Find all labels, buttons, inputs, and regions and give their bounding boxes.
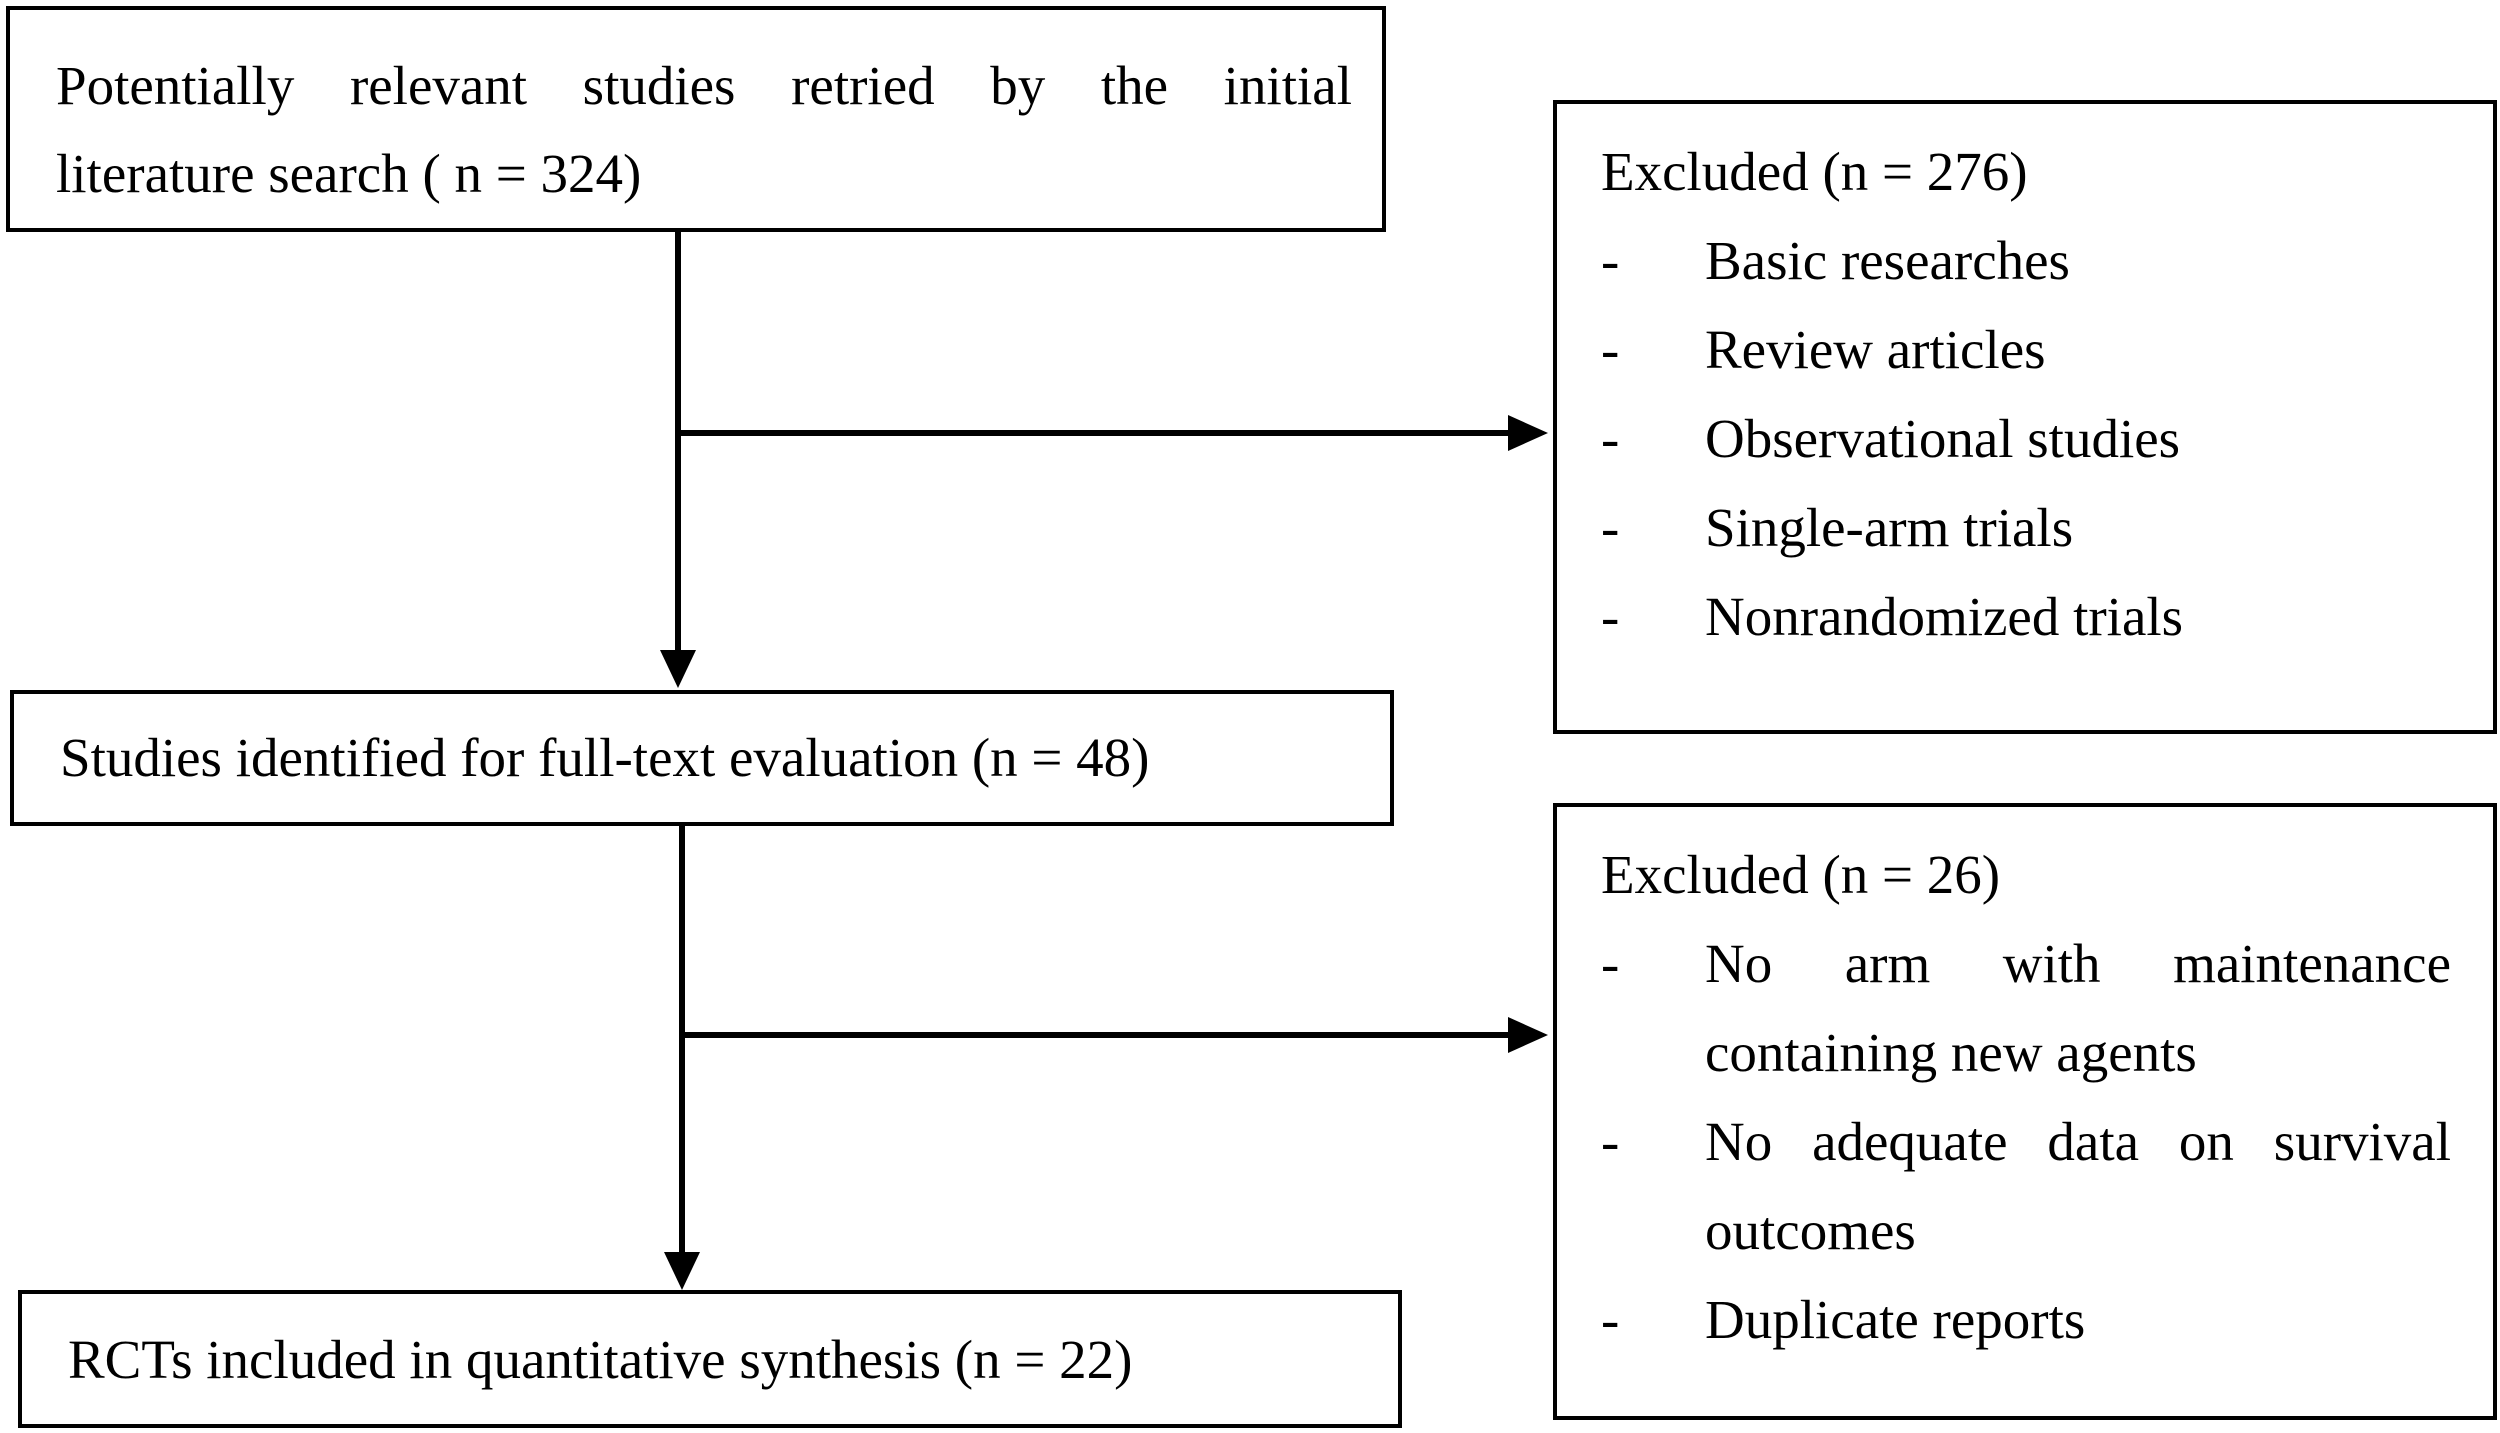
arrowhead-fulltext-to-included [664, 1252, 700, 1290]
list-item: - No adequate data on survival outcomes [1601, 1097, 2451, 1275]
list-item: - No arm with maintenance containing new… [1601, 919, 2451, 1097]
list-item: - Basic researches [1601, 216, 2451, 305]
arrowhead-to-excluded-1 [1508, 415, 1548, 451]
search-box-text: Potentially relevant studies retried by … [56, 42, 1352, 218]
bullet-dash: - [1601, 1289, 1620, 1350]
arrowhead-to-excluded-2 [1508, 1017, 1548, 1053]
list-item-text: Duplicate reports [1705, 1289, 2086, 1350]
list-item: - Review articles [1601, 305, 2451, 394]
list-item-text: No adequate data on survival outcomes [1705, 1111, 2451, 1261]
search-box: Potentially relevant studies retried by … [6, 6, 1386, 232]
excluded-box-1-list: - Basic researches - Review articles - O… [1601, 216, 2451, 661]
included-box-label: RCTs included in quantitative synthesis … [68, 1329, 1133, 1390]
arrowhead-search-to-fulltext [660, 650, 696, 688]
bullet-dash: - [1601, 319, 1620, 380]
list-item-text: Nonrandomized trials [1705, 586, 2184, 647]
fulltext-box-label: Studies identified for full-text evaluat… [60, 727, 1150, 788]
bullet-dash: - [1601, 408, 1620, 469]
fulltext-box: Studies identified for full-text evaluat… [10, 690, 1394, 826]
excluded-box-2-list: - No arm with maintenance containing new… [1601, 919, 2451, 1364]
list-item-text: Review articles [1705, 319, 2046, 380]
list-item: - Single-arm trials [1601, 483, 2451, 572]
list-item-text: No arm with maintenance containing new a… [1705, 933, 2451, 1083]
included-box: RCTs included in quantitative synthesis … [18, 1290, 1402, 1428]
bullet-dash: - [1601, 497, 1620, 558]
bullet-dash: - [1601, 230, 1620, 291]
search-box-line-2: literature search ( n = 324) [56, 143, 642, 204]
excluded-box-1-title: Excluded (n = 276) [1601, 141, 2028, 202]
list-item: - Observational studies [1601, 394, 2451, 483]
excluded-box-1: Excluded (n = 276) - Basic researches - … [1553, 100, 2497, 734]
bullet-dash: - [1601, 586, 1620, 647]
list-item-text: Observational studies [1705, 408, 2181, 469]
excluded-box-2: Excluded (n = 26) - No arm with maintena… [1553, 803, 2497, 1420]
bullet-dash: - [1601, 1111, 1620, 1172]
list-item: - Nonrandomized trials [1601, 572, 2451, 661]
bullet-dash: - [1601, 933, 1620, 994]
list-item-text: Basic researches [1705, 230, 2070, 291]
search-box-line-1: Potentially relevant studies retried by … [56, 55, 1352, 116]
list-item-text: Single-arm trials [1705, 497, 2074, 558]
excluded-box-2-title: Excluded (n = 26) [1601, 844, 2001, 905]
list-item: - Duplicate reports [1601, 1275, 2451, 1364]
